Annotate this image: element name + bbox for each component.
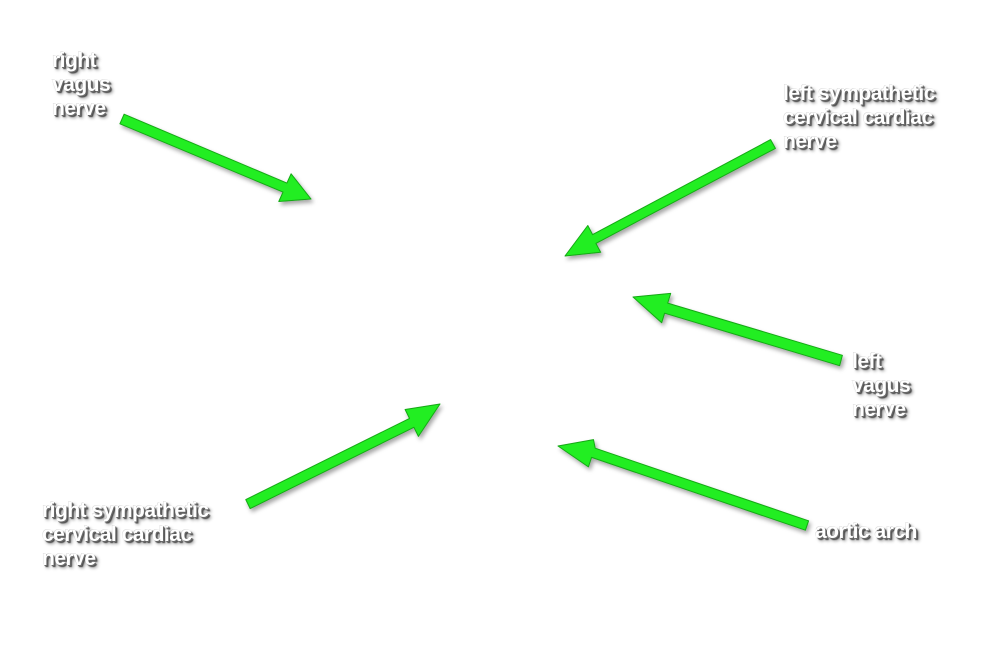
label-aortic-arch: aortic arch [815, 520, 917, 543]
arrow-left-sympathetic-cervical-cardiac-nerve [564, 139, 776, 257]
label-right-sympathetic-cervical-cardiac-nerve: right sympathetic cervical cardiac nerve [42, 499, 209, 570]
label-right-vagus-nerve: right vagus nerve [52, 49, 111, 120]
label-left-sympathetic-cervical-cardiac-nerve: left sympathetic cervical cardiac nerve [783, 82, 935, 153]
arrow-right-sympathetic-cervical-cardiac-nerve [245, 403, 441, 510]
arrow-right-vagus-nerve [119, 113, 312, 202]
arrow-aortic-arch [557, 439, 810, 531]
label-left-vagus-nerve: left vagus nerve [852, 350, 911, 421]
arrow-left-vagus-nerve [632, 292, 843, 367]
